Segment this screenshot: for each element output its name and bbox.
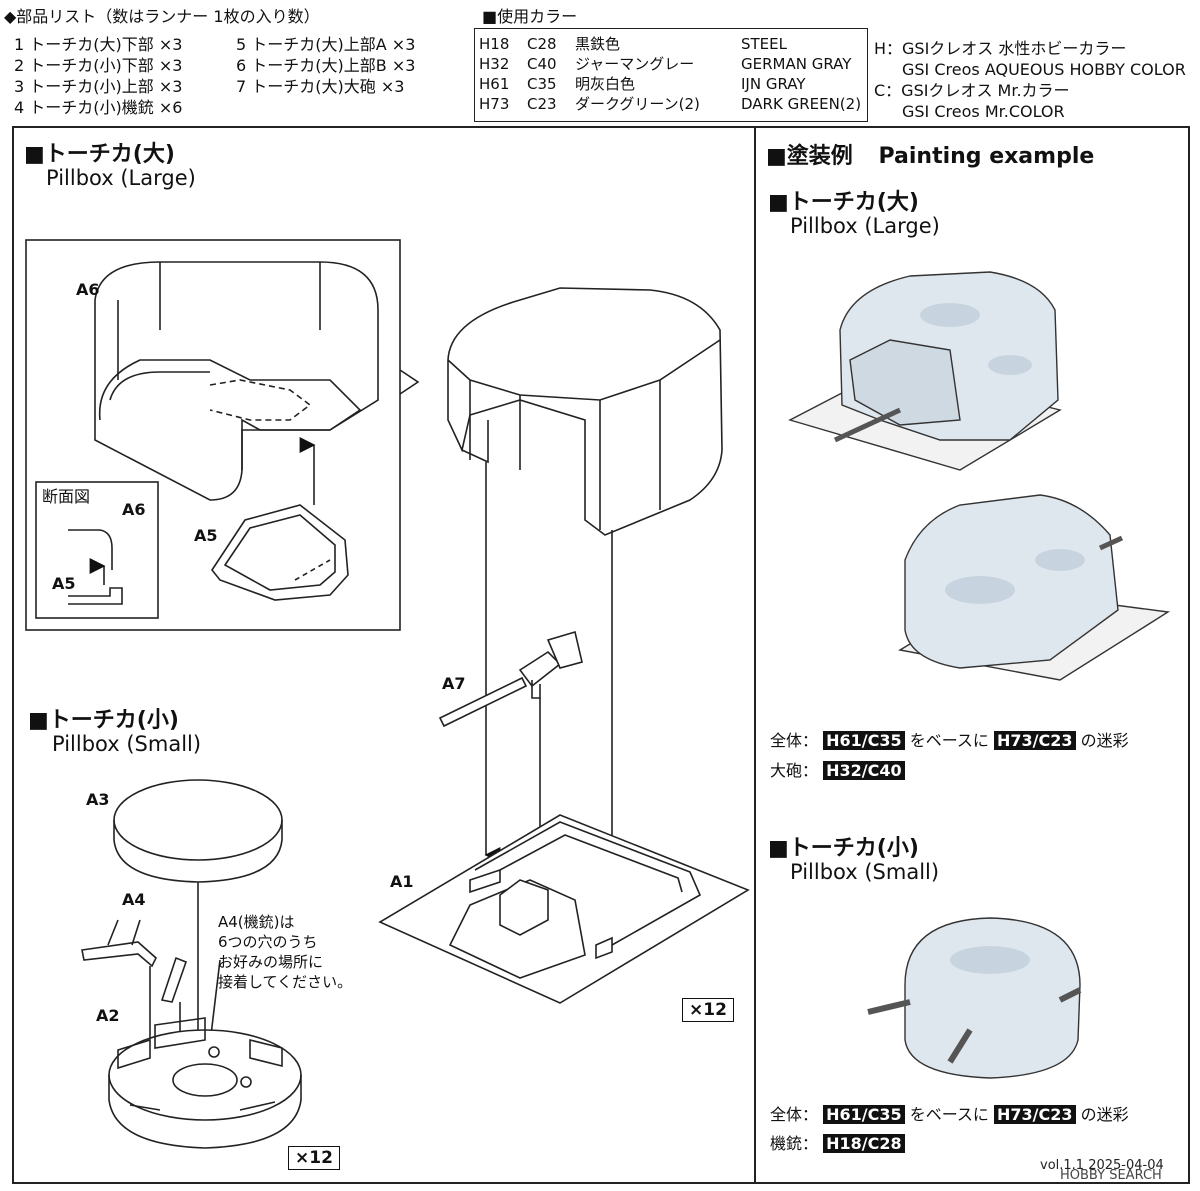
version-label: vol.1.1 2025-04-04: [1040, 1158, 1164, 1173]
part-a7-drawing: [438, 630, 583, 728]
painting-large-en: Pillbox (Large): [790, 214, 940, 238]
painted-large-back: [898, 494, 1171, 681]
qty-badge-large: ×12: [682, 998, 734, 1022]
large-title-jp: ■トーチカ(大): [24, 142, 175, 167]
part-a2-drawing: [108, 1017, 302, 1149]
pillbox-large-top-drawing: [447, 287, 723, 536]
label-a1: A1: [390, 872, 414, 891]
label-a6: A6: [76, 280, 100, 299]
square-bullet-icon: ■: [482, 7, 498, 26]
small-title-jp: ■トーチカ(小): [28, 708, 179, 733]
small-mg-spec: 機銃： H18/C28: [770, 1133, 905, 1154]
painting-panel: [754, 126, 1190, 1184]
list-item: 4 トーチカ(小)機銃 ×6: [14, 98, 183, 117]
list-item: 3 トーチカ(小)上部 ×3: [14, 77, 183, 96]
a4-note: A4(機銃)は 6つの穴のうち お好みの場所に 接着してください。: [218, 913, 353, 991]
square-bullet-icon: ■: [766, 144, 787, 169]
part-a1-drawing: [378, 814, 750, 1004]
square-bullet-icon: ■: [24, 142, 45, 167]
painted-small: [867, 917, 1082, 1079]
callout-pointer: [399, 369, 420, 395]
list-item: 5 トーチカ(大)上部A ×3: [236, 35, 416, 54]
section-a5-line: [68, 587, 123, 605]
list-item: 6 トーチカ(大)上部B ×3: [236, 56, 416, 75]
legend-c-en: GSI Creos Mr.COLOR: [902, 102, 1065, 121]
label-a7: A7: [442, 674, 466, 693]
list-item: 1 トーチカ(大)下部 ×3: [14, 35, 183, 54]
painting-large-jp: ■トーチカ(大): [768, 190, 919, 215]
painting-small-jp: ■トーチカ(小): [768, 836, 919, 861]
legend-h: H：GSIクレオス 水性ホビーカラー: [874, 39, 1127, 58]
label-a4: A4: [122, 890, 146, 909]
watermark: HOBBY SEARCH: [1060, 1168, 1162, 1183]
parts-list-col2: 5 トーチカ(大)上部A ×3 6 トーチカ(大)上部B ×3 7 トーチカ(大…: [236, 34, 415, 97]
section-label: 断面図: [42, 487, 91, 506]
section-a6-line: [68, 529, 113, 570]
parts-list-title: ◆部品リスト（数はランナー 1枚の入り数）: [4, 7, 320, 26]
colors-title: ■使用カラー: [482, 7, 578, 26]
label-a5-section: A5: [52, 574, 76, 593]
part-a3-drawing: [113, 779, 283, 883]
detail-box: [25, 239, 401, 631]
label-a6-section: A6: [122, 500, 146, 519]
square-bullet-icon: ■: [768, 190, 789, 215]
painting-small-en: Pillbox (Small): [790, 860, 940, 884]
list-item: 2 トーチカ(小)下部 ×3: [14, 56, 183, 75]
legend-c: C：GSIクレオス Mr.カラー: [874, 81, 1070, 100]
part-a5-drawing: [211, 504, 349, 601]
small-title-en: Pillbox (Small): [52, 732, 202, 756]
label-a5: A5: [194, 526, 218, 545]
part-a6-drawing: [94, 261, 379, 501]
square-bullet-icon: ■: [28, 708, 49, 733]
large-title-en: Pillbox (Large): [46, 166, 196, 190]
large-body-spec: 全体： H61/C35 をベースに H73/C23 の迷彩: [770, 731, 1129, 750]
parts-list-col1: 1 トーチカ(大)下部 ×3 2 トーチカ(小)下部 ×3 3 トーチカ(小)上…: [14, 34, 182, 118]
qty-badge-small: ×12: [288, 1146, 340, 1170]
large-gun-spec: 大砲： H32/C40: [770, 760, 905, 781]
part-a4-drawing: [81, 941, 188, 1003]
square-bullet-icon: ■: [768, 836, 789, 861]
legend-h-en: GSI Creos AQUEOUS HOBBY COLOR: [902, 60, 1186, 79]
painting-title: ■塗装例 Painting example: [766, 144, 1095, 169]
painted-large-front: [788, 271, 1062, 471]
list-item: 7 トーチカ(大)大砲 ×3: [236, 77, 405, 96]
label-a2: A2: [96, 1006, 120, 1025]
label-a3: A3: [86, 790, 110, 809]
small-body-spec: 全体： H61/C35 をベースに H73/C23 の迷彩: [770, 1105, 1129, 1124]
section-diagram-box: [35, 481, 159, 619]
